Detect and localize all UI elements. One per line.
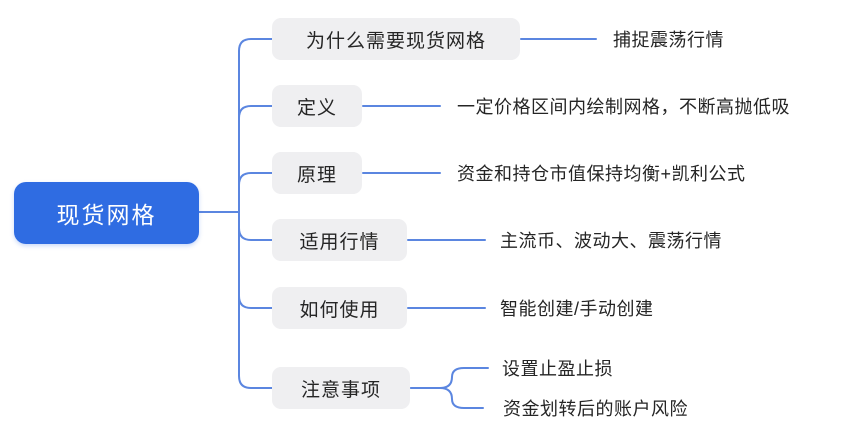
branch-node-label: 为什么需要现货网格 [305, 30, 486, 52]
leaf-node-label: 一定价格区间内绘制网格，不断高抛低吸 [457, 97, 790, 117]
leaf-node-label: 资金划转后的账户风险 [503, 399, 688, 419]
branch-node-label: 注意事项 [300, 379, 381, 401]
branch-node-label: 原理 [296, 164, 337, 186]
edge-trunk-branch-1 [238, 38, 273, 213]
edge-trunk-branch-4 [238, 227, 273, 241]
root-node-spot-grid[interactable]: 现货网格 [14, 182, 199, 244]
branch-node-definition[interactable]: 定义 [272, 85, 362, 127]
leaf-node-label: 资金和持仓市值保持均衡+凯利公式 [457, 164, 746, 184]
leaf-node-usage-detail[interactable]: 智能创建/手动创建 [500, 296, 654, 320]
branch-node-notes[interactable]: 注意事项 [272, 367, 410, 409]
branch-node-principle[interactable]: 原理 [272, 152, 362, 194]
branch-node-label: 定义 [296, 97, 337, 119]
leaf-node-label: 主流币、波动大、震荡行情 [500, 231, 722, 251]
edge-trunk-branch-6 [238, 211, 273, 389]
branch-node-how-to-use[interactable]: 如何使用 [272, 287, 407, 329]
leaf-node-label: 智能创建/手动创建 [500, 299, 654, 319]
edge-trunk-branch-2 [238, 105, 273, 119]
branch-node-label: 如何使用 [299, 299, 380, 321]
leaf-node-principle-detail[interactable]: 资金和持仓市值保持均衡+凯利公式 [457, 161, 746, 185]
branch-node-label: 适用行情 [299, 231, 380, 253]
branch-node-applicable-market[interactable]: 适用行情 [272, 219, 407, 261]
leaf-node-market-detail[interactable]: 主流币、波动大、震荡行情 [500, 228, 722, 252]
edge-branch6-leaf-top [410, 367, 489, 389]
root-node-label: 现货网格 [56, 202, 157, 228]
leaf-node-definition-detail[interactable]: 一定价格区间内绘制网格，不断高抛低吸 [457, 94, 790, 118]
leaf-node-capture-volatility[interactable]: 捕捉震荡行情 [613, 27, 724, 51]
leaf-node-label: 设置止盈止损 [502, 359, 613, 379]
branch-node-why-spot-grid[interactable]: 为什么需要现货网格 [272, 18, 520, 60]
leaf-node-label: 捕捉震荡行情 [613, 30, 724, 50]
edge-trunk-branch-3 [238, 172, 273, 186]
leaf-node-stop-loss[interactable]: 设置止盈止损 [502, 356, 613, 380]
edge-branch6-leaf-bottom [410, 387, 484, 409]
leaf-node-transfer-risk[interactable]: 资金划转后的账户风险 [503, 396, 688, 420]
edge-trunk-branch-5 [238, 295, 273, 309]
